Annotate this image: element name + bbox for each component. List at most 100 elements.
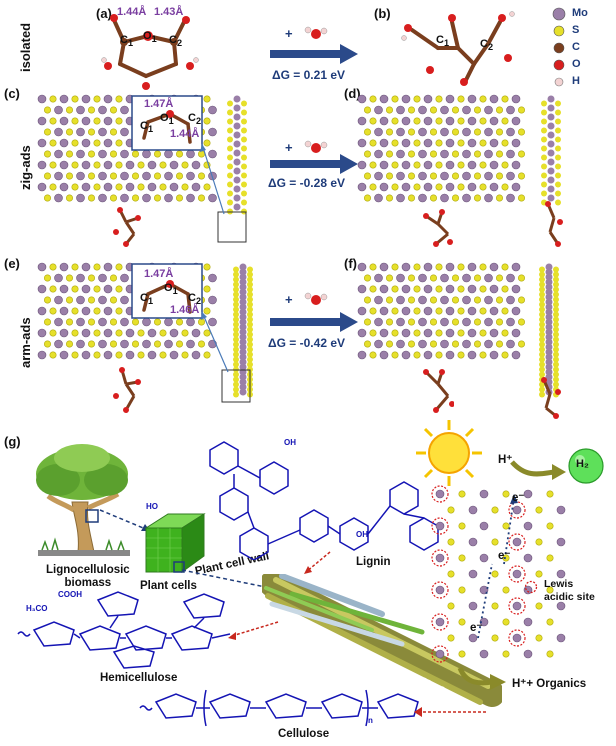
mo-atom	[401, 94, 411, 104]
s-atom	[364, 274, 372, 282]
mo-atom	[120, 339, 129, 349]
mo-atom	[396, 105, 405, 115]
lewis-acidic-site	[431, 645, 449, 663]
s-atom	[553, 341, 559, 348]
atom-label-c1-a: C1	[120, 34, 134, 49]
mo-atom	[103, 182, 113, 192]
mo-atom	[547, 104, 555, 112]
s-atom	[137, 183, 145, 191]
dashed-arrow-hemicellulose	[228, 621, 279, 640]
panel-label-f: (f)	[344, 256, 357, 271]
mo-atom	[357, 138, 367, 148]
mo-atom	[489, 182, 499, 192]
s-atom	[87, 318, 95, 326]
mo-atom	[239, 348, 247, 356]
mo-atom	[233, 176, 241, 184]
s-atom	[539, 356, 545, 363]
s-atom	[491, 506, 499, 514]
mo-atom	[76, 317, 85, 327]
s-atom	[555, 100, 561, 107]
mo-atom	[467, 262, 477, 272]
mo-atom	[435, 649, 445, 659]
s-atom	[452, 194, 460, 202]
mo-atom	[357, 284, 367, 294]
delta-g-2: ΔG = -0.28 eV	[268, 176, 345, 190]
mo-atom	[103, 306, 113, 316]
mo-atom	[379, 350, 389, 360]
s-atom	[407, 296, 415, 304]
mo-atom	[506, 149, 515, 159]
mo-atom	[467, 138, 477, 148]
mo-atom	[423, 94, 433, 104]
s-atom	[535, 602, 543, 610]
s-atom	[546, 586, 554, 594]
glucose-molecule-isolated	[96, 8, 206, 90]
s-atom	[553, 346, 559, 353]
mo-atom	[76, 273, 85, 283]
mo-atom	[511, 350, 521, 360]
s-atom	[546, 650, 554, 658]
mo-atom	[435, 521, 445, 531]
s-atom	[49, 329, 57, 337]
s-atom	[430, 296, 438, 304]
s-atom	[181, 183, 189, 191]
s-atom	[44, 172, 52, 180]
s-atom	[502, 490, 510, 498]
s-atom	[49, 95, 57, 103]
s-atom	[502, 618, 510, 626]
mo-atom	[545, 278, 553, 286]
s-atom	[247, 291, 253, 298]
reaction-arrow-2	[268, 138, 360, 200]
mo-atom	[374, 295, 383, 305]
s-atom	[44, 340, 52, 348]
mo-atom	[511, 306, 521, 316]
s-atom	[227, 127, 233, 134]
s-atom	[44, 274, 52, 282]
mos2-side-view-d	[541, 95, 561, 206]
mo-atom	[545, 353, 553, 361]
mo-atom	[467, 182, 477, 192]
mo-atom	[423, 306, 433, 316]
s-atom	[496, 194, 504, 202]
mo-atom	[357, 94, 367, 104]
mo-atom	[484, 339, 493, 349]
s-atom	[553, 371, 559, 378]
s-atom	[435, 351, 443, 359]
s-atom	[539, 296, 545, 303]
s-atom	[203, 117, 211, 125]
mo-atom	[440, 171, 449, 181]
s-atom	[391, 139, 399, 147]
s-atom	[555, 199, 561, 206]
cellulose-label: Cellulose	[278, 728, 330, 740]
mo-atom	[98, 193, 107, 203]
s-atom	[474, 106, 482, 114]
mo-atom	[239, 323, 247, 331]
s-atom	[115, 139, 123, 147]
mo-atom	[147, 350, 157, 360]
s-atom	[391, 95, 399, 103]
mo-atom	[54, 273, 63, 283]
s-atom	[364, 194, 372, 202]
mo-atom	[445, 306, 455, 316]
mo-atom	[547, 140, 555, 148]
s-atom	[541, 118, 547, 125]
mo-atom	[357, 350, 367, 360]
mos2-armchair-sheet-f	[357, 262, 526, 360]
s-atom	[233, 331, 239, 338]
s-atom	[479, 307, 487, 315]
s-atom	[247, 326, 253, 333]
s-atom	[430, 172, 438, 180]
mo-atom	[379, 328, 389, 338]
s-atom	[518, 194, 526, 202]
mo-atom	[445, 160, 455, 170]
s-atom	[110, 296, 118, 304]
s-atom	[479, 117, 487, 125]
mo-atom	[545, 318, 553, 326]
mo-atom	[379, 284, 389, 294]
mo-atom	[81, 160, 91, 170]
s-atom	[233, 351, 239, 358]
mo-atom	[418, 295, 427, 305]
s-atom	[501, 329, 509, 337]
s-atom	[539, 371, 545, 378]
s-atom	[44, 296, 52, 304]
